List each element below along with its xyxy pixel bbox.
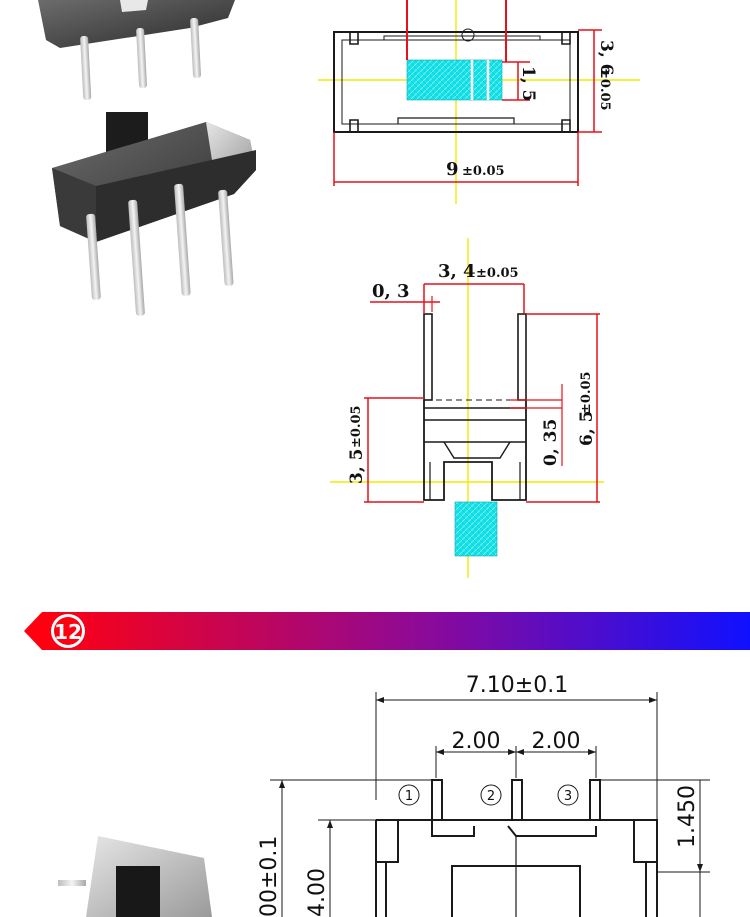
mini-slide-switch-photo [58, 836, 212, 917]
side-body-height-dim: 3, 5 [347, 449, 367, 485]
drawing12-width-dim: 7.10±0.1 [466, 673, 568, 698]
drawing-12 [270, 692, 710, 917]
section-banner [24, 612, 750, 650]
top-height-tol: ±0.05 [597, 68, 612, 111]
drawing12-left-outer-dim: 00±0.1 [257, 836, 282, 917]
side-pin-thickness-dim: 0, 3 [372, 281, 410, 302]
drawing12-pin-label-1: 1 [405, 789, 413, 804]
side-pitch-dim: 3, 4 [438, 261, 476, 282]
section-number: 12 [54, 620, 82, 644]
top-width-tol: ±0.05 [462, 164, 505, 179]
top-slot-dim: 1, 5 [518, 66, 538, 102]
top-width-dim: 9 [446, 159, 459, 180]
drawing12-left-inner-dim: 4.00 [305, 868, 330, 917]
top-height-dim: 3, 6 [596, 40, 616, 76]
slide-switch-photo-top [38, 0, 235, 100]
side-pitch-tol: ±0.05 [476, 266, 519, 281]
side-gap-dim: 0, 35 [541, 419, 561, 466]
side-body-height-tol: ±0.05 [349, 405, 364, 448]
top-view-drawing [318, 0, 640, 204]
drawing12-pitch-2: 2.00 [532, 729, 581, 754]
drawing12-pitch-1: 2.00 [452, 729, 501, 754]
slide-switch-photo-middle [52, 112, 256, 316]
side-total-height-tol: ±0.05 [579, 371, 594, 414]
drawing12-pin-label-3: 3 [564, 789, 572, 804]
side-view-drawing [330, 238, 604, 578]
drawing12-pin-label-2: 2 [487, 789, 495, 804]
side-total-height-dim: 6, 5 [577, 411, 597, 447]
drawing12-pin-height-dim: 1.450 [675, 785, 700, 848]
